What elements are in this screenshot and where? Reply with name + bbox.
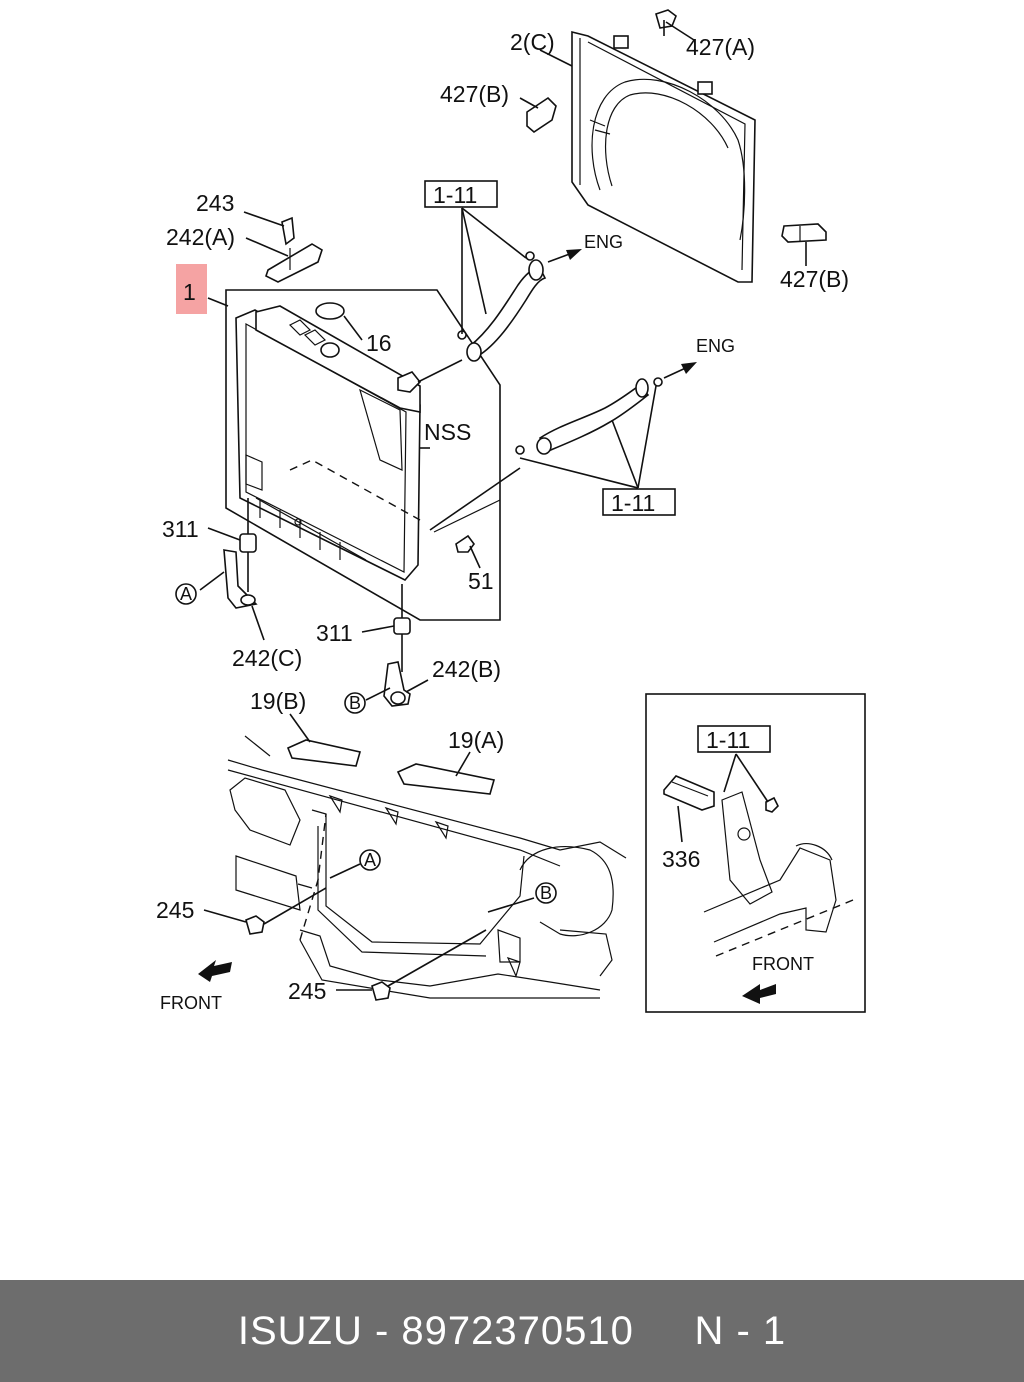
inset-frame <box>645 693 866 1013</box>
callout-427b-right: 427(B) <box>780 266 849 292</box>
footer-spacer-3 <box>634 1309 695 1354</box>
label-eng-top: ENG <box>584 232 623 252</box>
seal-19a <box>396 763 496 795</box>
callout-311-left: 311 <box>162 516 199 542</box>
inset-support <box>703 791 859 957</box>
footer-part-number: 8972370510 <box>401 1308 634 1353</box>
radiator <box>235 305 422 581</box>
callout-242b: 242(B) <box>432 656 501 682</box>
footer-separator: - <box>374 1308 390 1353</box>
callout-2c: 2(C) <box>510 29 555 55</box>
circle-marker-a2 <box>359 849 381 871</box>
footer-page: N - 1 <box>694 1308 787 1353</box>
callout-19a: 19(A) <box>448 727 504 753</box>
front-arrow-inset <box>742 984 776 1004</box>
footer-spacer-2 <box>389 1309 401 1354</box>
leader-hose-lower <box>429 467 521 531</box>
bolt-427a <box>655 9 677 36</box>
footer-bar: ISUZU - 8972370510 N - 1 <box>0 1280 1024 1382</box>
front-arrow-left <box>198 960 232 982</box>
eng-arrowhead-top <box>566 249 582 260</box>
callout-1: 1 <box>183 279 196 305</box>
upper-bracket-242a <box>265 216 323 283</box>
mount-311-left <box>239 498 257 592</box>
mount-311-bottom <box>393 584 411 672</box>
callout-box-1-11-inset <box>697 725 771 753</box>
clip-427b-right <box>781 223 827 243</box>
leader-lines <box>199 21 807 991</box>
callout-1-11-top: 1-11 <box>433 182 477 208</box>
footer-brand: ISUZU <box>237 1308 363 1353</box>
bracket-242c <box>223 549 258 609</box>
label-circle-a2: A <box>364 850 376 870</box>
label-front-left: FRONT <box>160 993 222 1013</box>
callout-311-bottom: 311 <box>316 620 353 646</box>
bracket-242b <box>383 661 411 707</box>
highlight-part-1 <box>176 264 207 314</box>
circle-marker-b1 <box>344 692 366 714</box>
callout-19b: 19(B) <box>250 688 306 714</box>
callout-243: 243 <box>196 190 234 216</box>
circle-marker-b2 <box>535 882 557 904</box>
callout-51: 51 <box>468 568 494 594</box>
eng-arrowhead-mid <box>681 362 697 374</box>
fan-shroud <box>571 30 756 283</box>
parts-diagram: 1 2(C) 427(A) 427(B) 427(B) 243 242(A) 1… <box>156 9 866 1013</box>
inset-bracket-336 <box>663 775 715 811</box>
upper-radiator-hose <box>457 251 547 362</box>
footer-spacer-1 <box>363 1309 375 1354</box>
callout-242c: 242(C) <box>232 645 302 671</box>
clip-427b-top <box>526 96 557 134</box>
nut-245-left <box>245 887 327 935</box>
callout-245-bottom: 245 <box>288 978 326 1004</box>
seal-19b <box>286 739 362 767</box>
callout-1-11-mid: 1-11 <box>611 490 655 516</box>
nss-bracket <box>433 499 501 533</box>
callout-box-1-11-top <box>424 180 498 208</box>
label-circle-b1: B <box>349 693 361 713</box>
nut-245-bottom <box>371 929 487 1001</box>
callout-242a: 242(A) <box>166 224 235 250</box>
radiator-cap-16 <box>315 302 363 358</box>
callout-245-left: 245 <box>156 897 194 923</box>
bolt-51 <box>455 534 481 569</box>
callout-box-1-11-mid <box>602 488 676 516</box>
circle-marker-a1 <box>175 583 197 605</box>
callout-1-11-inset: 1-11 <box>706 727 750 753</box>
callout-nss: NSS <box>424 419 471 445</box>
lower-radiator-hose <box>515 377 663 455</box>
leader-hose-upper <box>417 359 463 383</box>
callout-427a: 427(A) <box>686 34 755 60</box>
label-eng-mid: ENG <box>696 336 735 356</box>
callout-427b-top: 427(B) <box>440 81 509 107</box>
label-circle-a1: A <box>180 584 192 604</box>
callout-16: 16 <box>366 330 392 356</box>
label-front-inset: FRONT <box>752 954 814 974</box>
label-circle-b2: B <box>540 883 552 903</box>
group-outline <box>225 289 501 621</box>
callout-336: 336 <box>662 846 700 872</box>
